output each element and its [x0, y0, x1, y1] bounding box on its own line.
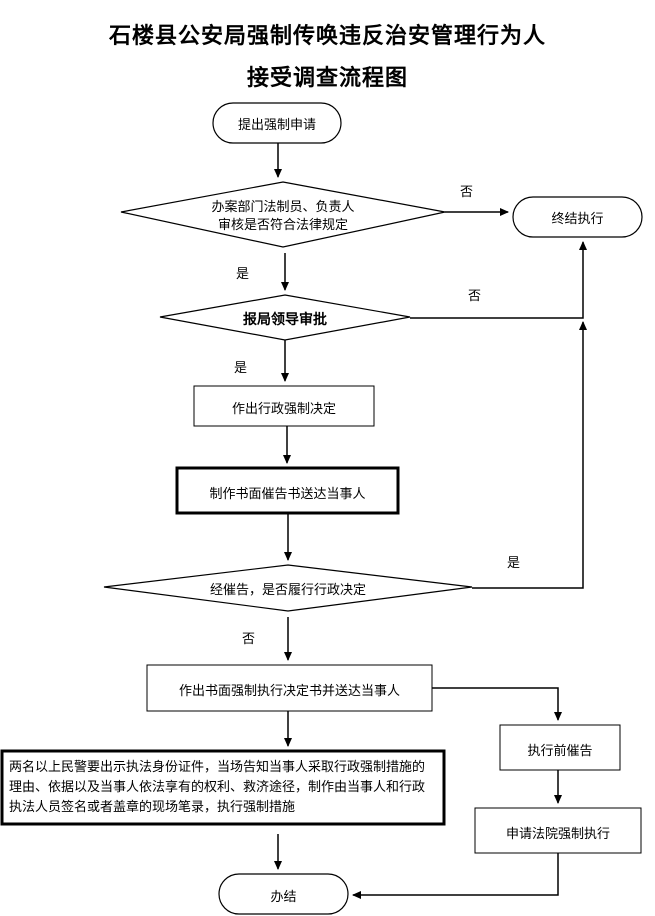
decision-box	[193, 385, 375, 427]
decision-label: 作出行政强制决定	[231, 402, 336, 417]
review-label-line2: 审核是否符合法律规定	[217, 218, 348, 233]
edge-label-comply-no: 否	[242, 632, 256, 647]
execute-box	[0, 749, 446, 826]
pre-notice-label: 执行前催告	[527, 744, 593, 759]
written-decision-label: 作出书面强制执行决定书并送达当事人	[178, 684, 400, 699]
edge-label-comply-yes: 是	[507, 556, 521, 571]
edge-label-review-yes: 是	[236, 267, 250, 282]
edge-written-prenotice	[432, 687, 562, 721]
edge-leader-terminate	[410, 241, 587, 319]
edge-court-done	[352, 853, 559, 899]
done-label: 办结	[270, 890, 297, 905]
leader-label: 报局领导审批	[243, 312, 327, 328]
edge-label-leader-no: 否	[468, 289, 482, 304]
apply-label: 提出强制申请	[237, 118, 316, 133]
edge-comply-terminate	[472, 321, 587, 589]
review-label-line1: 办案部门法制员、负责人	[211, 200, 355, 215]
diagram-title-line2: 接受调查流程图	[246, 65, 408, 91]
written-decision-box	[146, 664, 433, 712]
terminate-label: 终结执行	[551, 212, 604, 227]
terminate-terminator	[512, 196, 643, 238]
comply-label: 经催告，是否履行行政决定	[209, 583, 366, 598]
apply-terminator	[212, 102, 342, 144]
pre-notice-box	[499, 724, 621, 771]
diagram-title-line1: 石楼县公安局强制传唤违反治安管理行为人	[108, 23, 546, 49]
edge-label-leader-yes: 是	[234, 361, 248, 376]
notice-label: 制作书面催告书送达当事人	[209, 487, 366, 502]
done-terminator	[218, 873, 349, 915]
court-box	[474, 807, 642, 854]
edge-label-review-no: 否	[460, 185, 474, 200]
court-label: 申请法院强制执行	[505, 827, 610, 842]
review-decision-diamond	[120, 181, 446, 248]
comply-decision-diamond	[103, 564, 473, 612]
execute-label: 两名以上民警要出示执法身份证件，当场告知当事人采取行政强制措施的理由、依据以及当…	[9, 760, 426, 815]
